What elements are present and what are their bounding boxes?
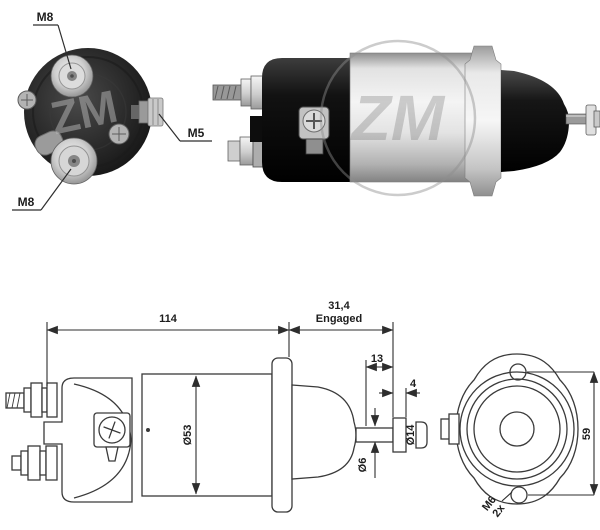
phillips-screw-left — [17, 90, 37, 110]
terminal-bottom — [50, 137, 98, 185]
photo-mounting-flange — [464, 45, 502, 197]
side-view-drawing — [5, 357, 428, 513]
front-view: ZM M8 M5 M8 — [12, 10, 212, 211]
phillips-screw-right — [108, 123, 130, 145]
dim-overall-length: 114 — [159, 313, 178, 325]
bolt-hole-top — [509, 363, 527, 381]
watermark-photo-group: ZM — [319, 39, 477, 197]
rear-center-hole — [499, 411, 535, 447]
dim-engaged-value: 31,4 — [328, 300, 350, 312]
terminal-top — [50, 54, 94, 98]
drawing-cap-dome-line — [73, 383, 132, 499]
front-view-leaders — [12, 24, 212, 211]
watermark-photo: ZM — [350, 82, 446, 154]
drawing-cylinder-dot — [146, 428, 150, 432]
m5-stud — [131, 97, 164, 127]
dim-rod-diameter: Ø6 — [357, 458, 369, 473]
bolt-hole-bottom — [510, 486, 528, 504]
rear-circle-mid — [466, 378, 568, 480]
drawing-terminal-stud-bottom — [11, 445, 58, 481]
rear-circle-outer — [459, 371, 575, 487]
side-view-dimensions — [46, 322, 420, 495]
label-m8-top-terminal: M8 — [37, 10, 54, 24]
dim-rod-offset: 13 — [371, 353, 383, 365]
dim-bolt-hole-spacing: 59 — [581, 428, 593, 440]
rear-view-dimensions — [501, 371, 599, 502]
drawing-front-cap — [43, 377, 133, 503]
photo-cap-screw — [298, 106, 330, 155]
rear-flange-outline — [455, 353, 579, 505]
rear-view-drawing — [440, 353, 579, 505]
dim-engaged-word: Engaged — [316, 313, 362, 325]
photo-plunger-rod — [565, 104, 600, 136]
drawing-end-piece — [415, 421, 428, 449]
drawing-terminal-stud-top — [5, 382, 58, 418]
rear-circle-inner — [473, 385, 561, 473]
dim-washer-thickness: 4 — [410, 378, 417, 390]
top-views: ZM M8 M5 M8 — [12, 10, 600, 211]
dim-body-diameter: Ø53 — [182, 425, 194, 446]
photo-cylinder-body — [349, 52, 481, 183]
product-photo: ZM — [212, 39, 600, 197]
drawing-boot — [291, 384, 357, 480]
label-m5-stud: M5 — [188, 126, 205, 140]
drawing-cap-screw — [93, 412, 131, 462]
drawing-washer — [392, 417, 407, 453]
dim-washer-diameter: Ø14 — [405, 424, 417, 446]
drawing-plunger-rod — [355, 427, 394, 443]
photo-rubber-boot — [501, 70, 569, 172]
rear-side-tab-inner — [448, 413, 460, 445]
label-m8-bottom-terminal: M8 — [18, 195, 35, 209]
drawing-cylinder — [141, 373, 273, 497]
watermark-circle — [319, 39, 477, 197]
dimension-drawings: 114 31,4 Engaged 13 4 Ø53 Ø6 Ø14 — [5, 300, 599, 520]
drawing-flange — [271, 357, 293, 513]
